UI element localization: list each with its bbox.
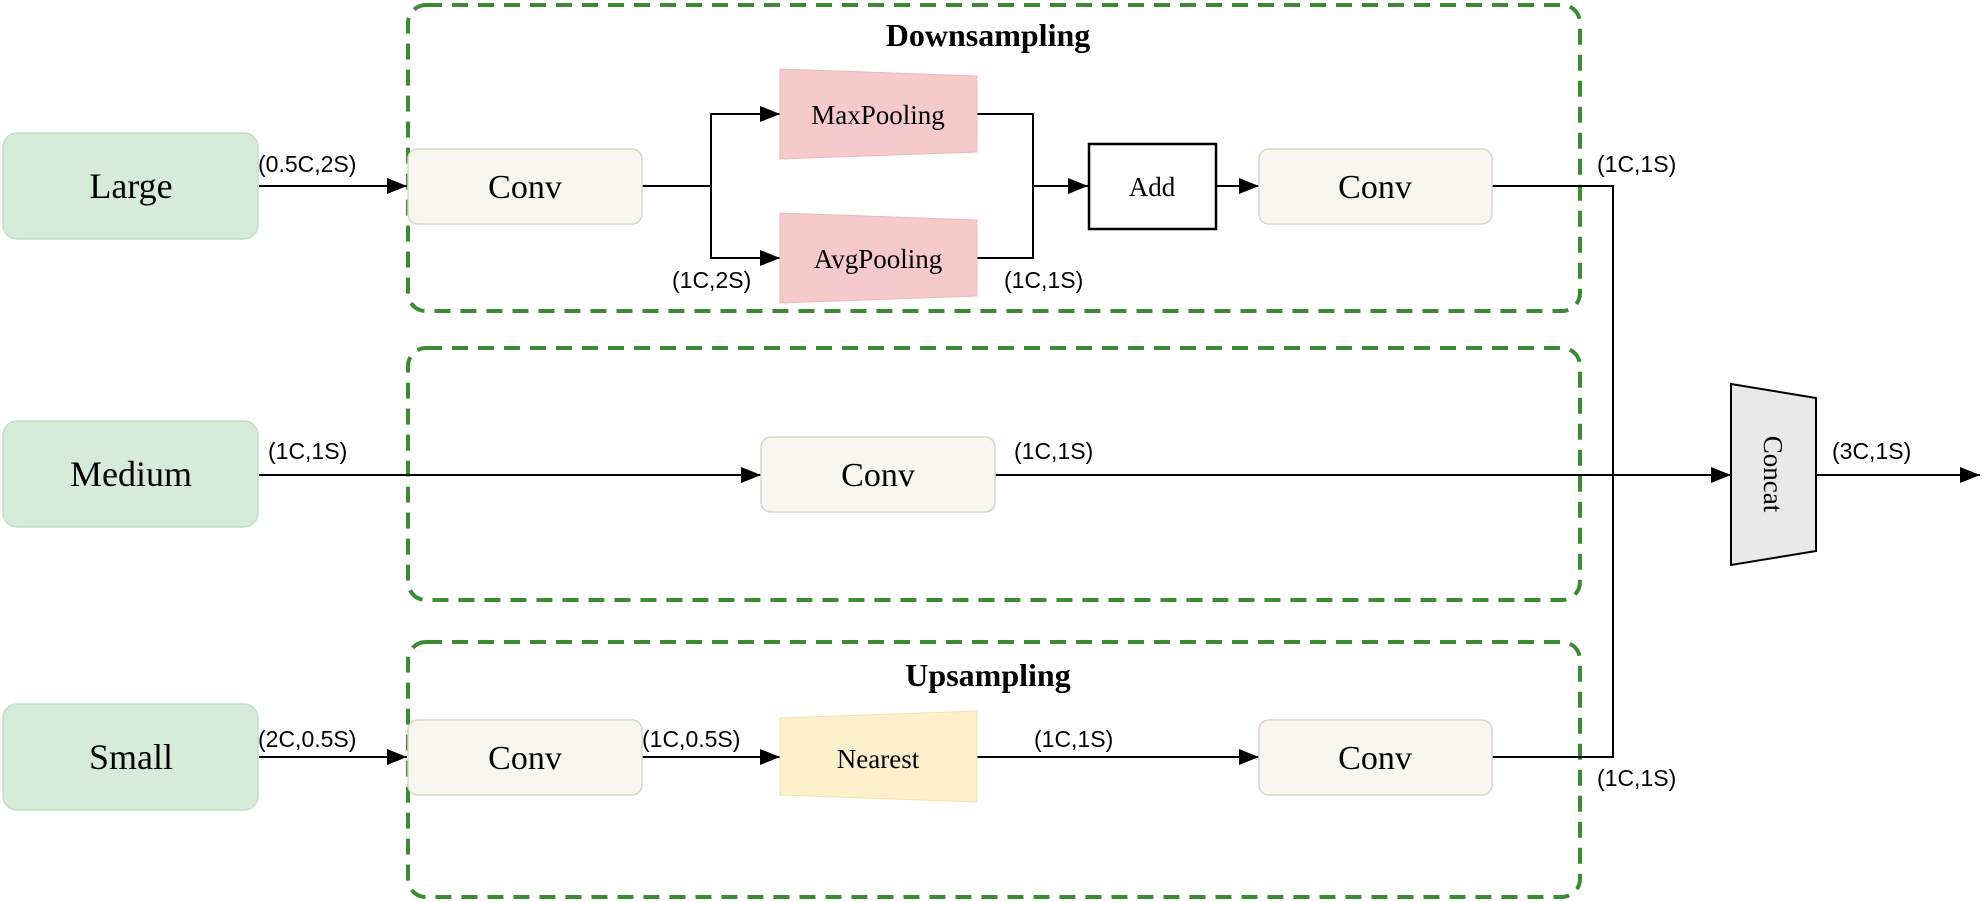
- upsampling-title: Upsampling: [905, 657, 1070, 693]
- add-label: Add: [1129, 172, 1176, 202]
- downsampling-title: Downsampling: [886, 17, 1091, 53]
- dim-up-out: (1C,1S): [1597, 765, 1676, 791]
- medium-conv-label: Conv: [841, 457, 915, 494]
- medium-conv: [760, 436, 996, 513]
- avgpooling-label: AvgPooling: [814, 244, 943, 274]
- up-to-concat-wire: [1492, 475, 1614, 758]
- small-input-node: [2, 703, 259, 811]
- up-conv-1-label: Conv: [488, 740, 562, 777]
- dim-small-in: (2C,0.5S): [258, 726, 356, 752]
- up-conv-2-label: Conv: [1338, 740, 1412, 777]
- dim-down-out: (1C,1S): [1597, 151, 1676, 177]
- dim-pool-out: (1C,1S): [1004, 267, 1083, 293]
- large-input-node: [2, 132, 259, 240]
- large-input-label: Large: [89, 166, 172, 206]
- down-to-concat-wire: [1492, 185, 1614, 475]
- dim-medium-out: (1C,1S): [1014, 438, 1093, 464]
- dim-nearest-out: (1C,1S): [1034, 726, 1113, 752]
- maxpooling-block: [779, 68, 978, 160]
- down-conv-2: [1258, 148, 1493, 225]
- dim-pool-in: (1C,2S): [672, 267, 751, 293]
- down-conv-1-label: Conv: [488, 169, 562, 206]
- add-block: [1087, 142, 1218, 231]
- up-conv-1: [407, 719, 643, 796]
- dim-medium-in: (1C,1S): [268, 438, 347, 464]
- pool-merge-wire: [977, 113, 1034, 259]
- dim-large-in: (0.5C,2S): [258, 151, 356, 177]
- down-conv-2-label: Conv: [1338, 169, 1412, 206]
- maxpooling-label: MaxPooling: [811, 100, 945, 130]
- medium-input-node: [2, 420, 259, 528]
- nearest-block: [779, 710, 978, 803]
- dim-concat-out: (3C,1S): [1832, 438, 1911, 464]
- concat-label: Concat: [1758, 436, 1788, 513]
- nearest-label: Nearest: [837, 744, 920, 774]
- small-input-label: Small: [89, 737, 173, 777]
- concat-block: [1730, 382, 1817, 567]
- down-conv-1: [407, 148, 643, 225]
- avgpooling-block: [779, 212, 978, 304]
- conv-to-avgpool-arrow: [710, 186, 780, 266]
- dim-up-conv-out: (1C,0.5S): [642, 726, 740, 752]
- up-conv-2: [1258, 719, 1493, 796]
- conv-to-maxpool-arrow: [642, 106, 780, 187]
- medium-input-label: Medium: [70, 454, 192, 494]
